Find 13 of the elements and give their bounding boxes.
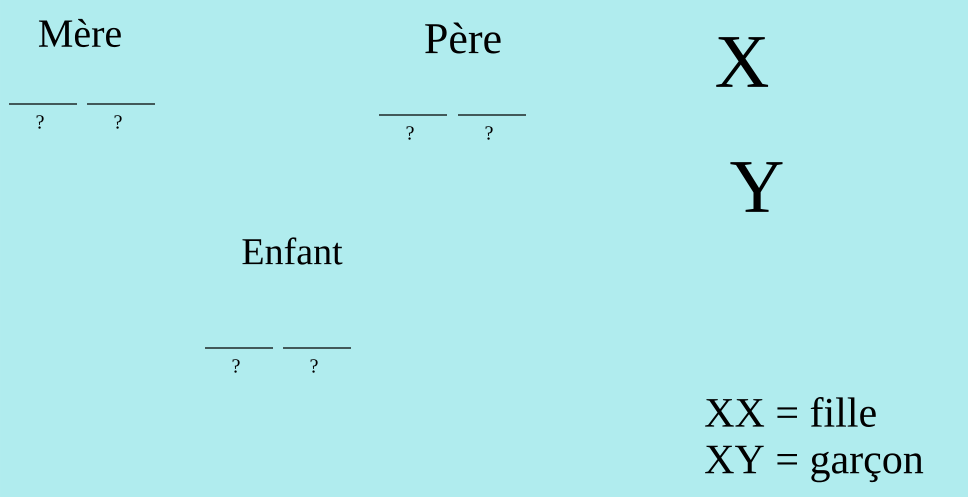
question-mark: ?: [36, 115, 44, 129]
question-mark: ?: [232, 359, 240, 373]
question-mark: ?: [406, 126, 414, 140]
chromosome-letter: Y: [730, 162, 783, 212]
question-mark: ?: [310, 359, 318, 373]
question-mark: ?: [486, 126, 493, 140]
heading: Mère: [38, 18, 121, 48]
heading: Enfant: [242, 237, 342, 265]
question-mark: ?: [114, 115, 122, 129]
chromosome-letter: X: [716, 37, 768, 87]
legend-text: XY = garçon: [705, 446, 924, 482]
heading: Père: [425, 22, 501, 54]
legend-text: XX = fille: [705, 397, 876, 427]
